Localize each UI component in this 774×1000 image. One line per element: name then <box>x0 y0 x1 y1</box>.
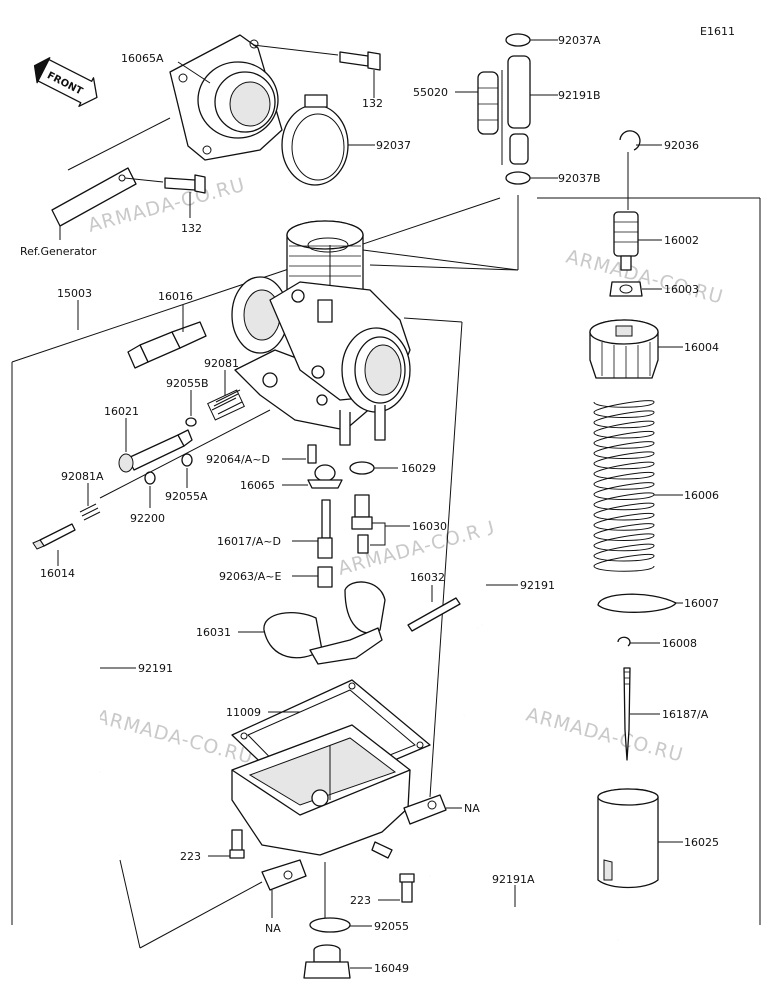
spring-16006 <box>593 400 655 572</box>
intake-flange-16065A <box>169 34 283 161</box>
oring-92055B <box>185 390 197 427</box>
label-92200: 92200 <box>130 512 165 525</box>
label-92191: 92191 <box>138 662 173 675</box>
bolt-223-left <box>208 829 245 859</box>
label-16008: 16008 <box>662 637 697 650</box>
label-16032: 16032 <box>410 571 445 584</box>
label-16187A: 16187/A <box>662 708 709 721</box>
oring-92055 <box>309 917 372 933</box>
ref-generator-bracket: Ref.Generator <box>20 117 171 258</box>
label-132: 132 <box>181 222 202 235</box>
clip-16008 <box>617 636 660 647</box>
nut-16003 <box>609 281 662 297</box>
pilot-jet-92064 <box>282 444 317 464</box>
spring-coil <box>593 400 655 572</box>
tube-92191B <box>507 55 558 165</box>
label-92055A: 92055A <box>165 490 208 503</box>
plate-16007 <box>597 593 683 613</box>
washer-92200 <box>144 471 156 508</box>
label-16004: 16004 <box>684 341 719 354</box>
label-11009: 11009 <box>226 706 261 719</box>
label-92037: 92037 <box>376 139 411 152</box>
tube-55020 <box>455 71 499 135</box>
oring-92055A <box>181 453 193 488</box>
bolt-132-top <box>252 44 381 98</box>
label-92191A: 92191A <box>492 873 535 886</box>
label-NA: NA <box>265 922 281 935</box>
label-16065: 16065 <box>240 479 275 492</box>
air-screw-16016 <box>127 305 207 369</box>
label-92055B: 92055B <box>166 377 209 390</box>
watermark: ARMADA-CO.RU <box>564 246 726 309</box>
bolt-223-right <box>378 873 415 903</box>
part-labels: 16065A 132 132 92037A 55020 92191B 92037… <box>40 34 719 975</box>
carburetor-body <box>231 220 519 798</box>
label-92037B: 92037B <box>558 172 601 185</box>
label-92037A: 92037A <box>558 34 601 47</box>
label-55020: 55020 <box>413 86 448 99</box>
bolt-132-bottom <box>124 174 206 218</box>
label-16017: 16017/A~D <box>217 535 281 548</box>
label-92081: 92081 <box>204 357 239 370</box>
needle-jet-holder-16065 <box>282 464 343 489</box>
clamp-92037 <box>281 94 375 186</box>
label-92064: 92064/A~D <box>206 453 270 466</box>
main-jet-92063 <box>292 566 333 588</box>
washer-16029 <box>349 461 398 475</box>
clip-92036 <box>619 130 662 151</box>
cap-16004 <box>589 319 683 379</box>
label-92081A: 92081A <box>61 470 104 483</box>
label-92036: 92036 <box>664 139 699 152</box>
cap-92037A <box>505 33 558 47</box>
float-bowl <box>231 724 462 930</box>
label-223: 223 <box>350 894 371 907</box>
front-arrow-icon: FRONT <box>33 57 98 107</box>
slide-16025 <box>597 788 683 889</box>
label-132: 132 <box>362 97 383 110</box>
jet-16030 <box>351 494 410 554</box>
label-16065A: 16065A <box>121 52 164 65</box>
ref-generator-label: Ref.Generator <box>20 245 97 258</box>
pilot-screw-16014 <box>32 523 76 566</box>
spring-92081A <box>79 483 101 521</box>
label-16002: 16002 <box>664 234 699 247</box>
cap-92037B <box>505 171 558 185</box>
spring-92081 <box>207 370 245 421</box>
label-16031: 16031 <box>196 626 231 639</box>
label-92191: 92191 <box>520 579 555 592</box>
needle-16187A <box>623 667 660 761</box>
label-16021: 16021 <box>104 405 139 418</box>
label-16014: 16014 <box>40 567 75 580</box>
label-16006: 16006 <box>684 489 719 502</box>
label-223: 223 <box>180 850 201 863</box>
label-16030: 16030 <box>412 520 447 533</box>
needle-jet-16017 <box>292 499 333 559</box>
label-16049: 16049 <box>374 962 409 975</box>
label-92063: 92063/A~E <box>219 570 281 583</box>
hose-92191A <box>428 872 620 944</box>
float-16031 <box>238 581 386 665</box>
label-16016: 16016 <box>158 290 193 303</box>
pin-16032 <box>407 585 461 632</box>
throttle-stop-16021 <box>118 418 193 473</box>
label-16025: 16025 <box>684 836 719 849</box>
hose-92191-left <box>91 531 263 949</box>
label-92055: 92055 <box>374 920 409 933</box>
label-15003: 15003 <box>57 287 92 300</box>
label-16003: 16003 <box>664 283 699 296</box>
label-NA: NA <box>464 802 480 815</box>
label-16007: 16007 <box>684 597 719 610</box>
label-92191B: 92191B <box>558 89 601 102</box>
label-16029: 16029 <box>401 462 436 475</box>
diagram-code: E1611 <box>700 25 735 38</box>
hose-92191-right <box>460 387 518 716</box>
drain-plug-16049 <box>303 944 372 979</box>
adjuster-16002 <box>613 211 662 271</box>
